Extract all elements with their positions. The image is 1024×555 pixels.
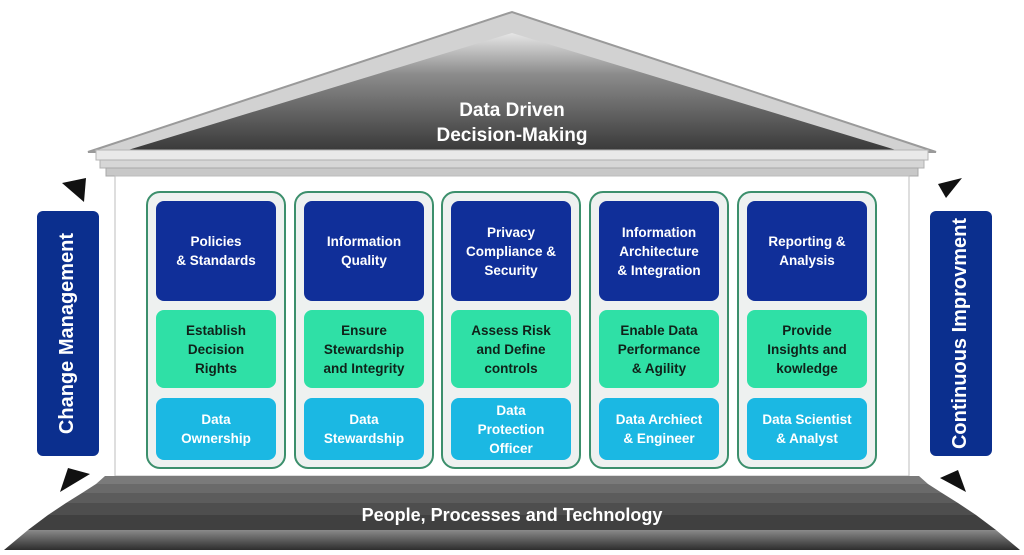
pillar-4-top: Information Architecture & Integration [599, 201, 719, 301]
pillar-3: Privacy Compliance & Security Assess Ris… [441, 191, 581, 469]
base-label: People, Processes and Technology [361, 505, 663, 525]
pillar-2: Information Quality Ensure Stewardship a… [294, 191, 434, 469]
pillar-5-top: Reporting & Analysis [747, 201, 867, 301]
cornice-bottom [105, 167, 919, 177]
pillar-1-top: Policies & Standards [156, 201, 276, 301]
pillar-4-middle: Enable Data Performance & Agility [599, 310, 719, 388]
pillar-2-bottom: Data Stewardship [304, 398, 424, 460]
pillar-4-bottom: Data Archiect & Engineer [599, 398, 719, 460]
pillar-3-bottom: Data Protection Officer [451, 398, 571, 460]
step-1 [96, 476, 928, 484]
pillar-4: Information Architecture & Integration E… [589, 191, 729, 469]
cornice-top [95, 149, 929, 161]
continuous-improvement-label: Continuous Improvment [949, 217, 972, 450]
arrow-right-top-icon [938, 178, 962, 198]
step-2 [82, 484, 942, 493]
pillar-1: Policies & Standards Establish Decision … [146, 191, 286, 469]
arrow-left-top-icon [62, 178, 86, 202]
step-5 [28, 515, 996, 530]
pillar-1-bottom: Data Ownership [156, 398, 276, 460]
pillar-5-middle: Provide Insights and kowledge [747, 310, 867, 388]
change-management-label: Change Management [56, 232, 79, 435]
step-4 [48, 503, 976, 515]
pillar-5-bottom: Data Scientist & Analyst [747, 398, 867, 460]
pillar-2-top: Information Quality [304, 201, 424, 301]
arrow-left-bottom-icon [60, 468, 90, 492]
pillar-3-top: Privacy Compliance & Security [451, 201, 571, 301]
step-6 [4, 530, 1020, 550]
roof-pediment [128, 33, 896, 150]
arrow-right-bottom-icon [940, 470, 966, 492]
continuous-improvement-bar: Continuous Improvment [930, 211, 992, 456]
pillar-5: Reporting & Analysis Provide Insights an… [737, 191, 877, 469]
pillar-2-middle: Ensure Stewardship and Integrity [304, 310, 424, 388]
cornice-mid [99, 159, 925, 169]
roof-title: Data Driven Decision-Making [436, 100, 588, 146]
pillar-1-middle: Establish Decision Rights [156, 310, 276, 388]
change-management-bar: Change Management [37, 211, 99, 456]
pillar-3-middle: Assess Risk and Define controls [451, 310, 571, 388]
step-3 [66, 493, 958, 503]
